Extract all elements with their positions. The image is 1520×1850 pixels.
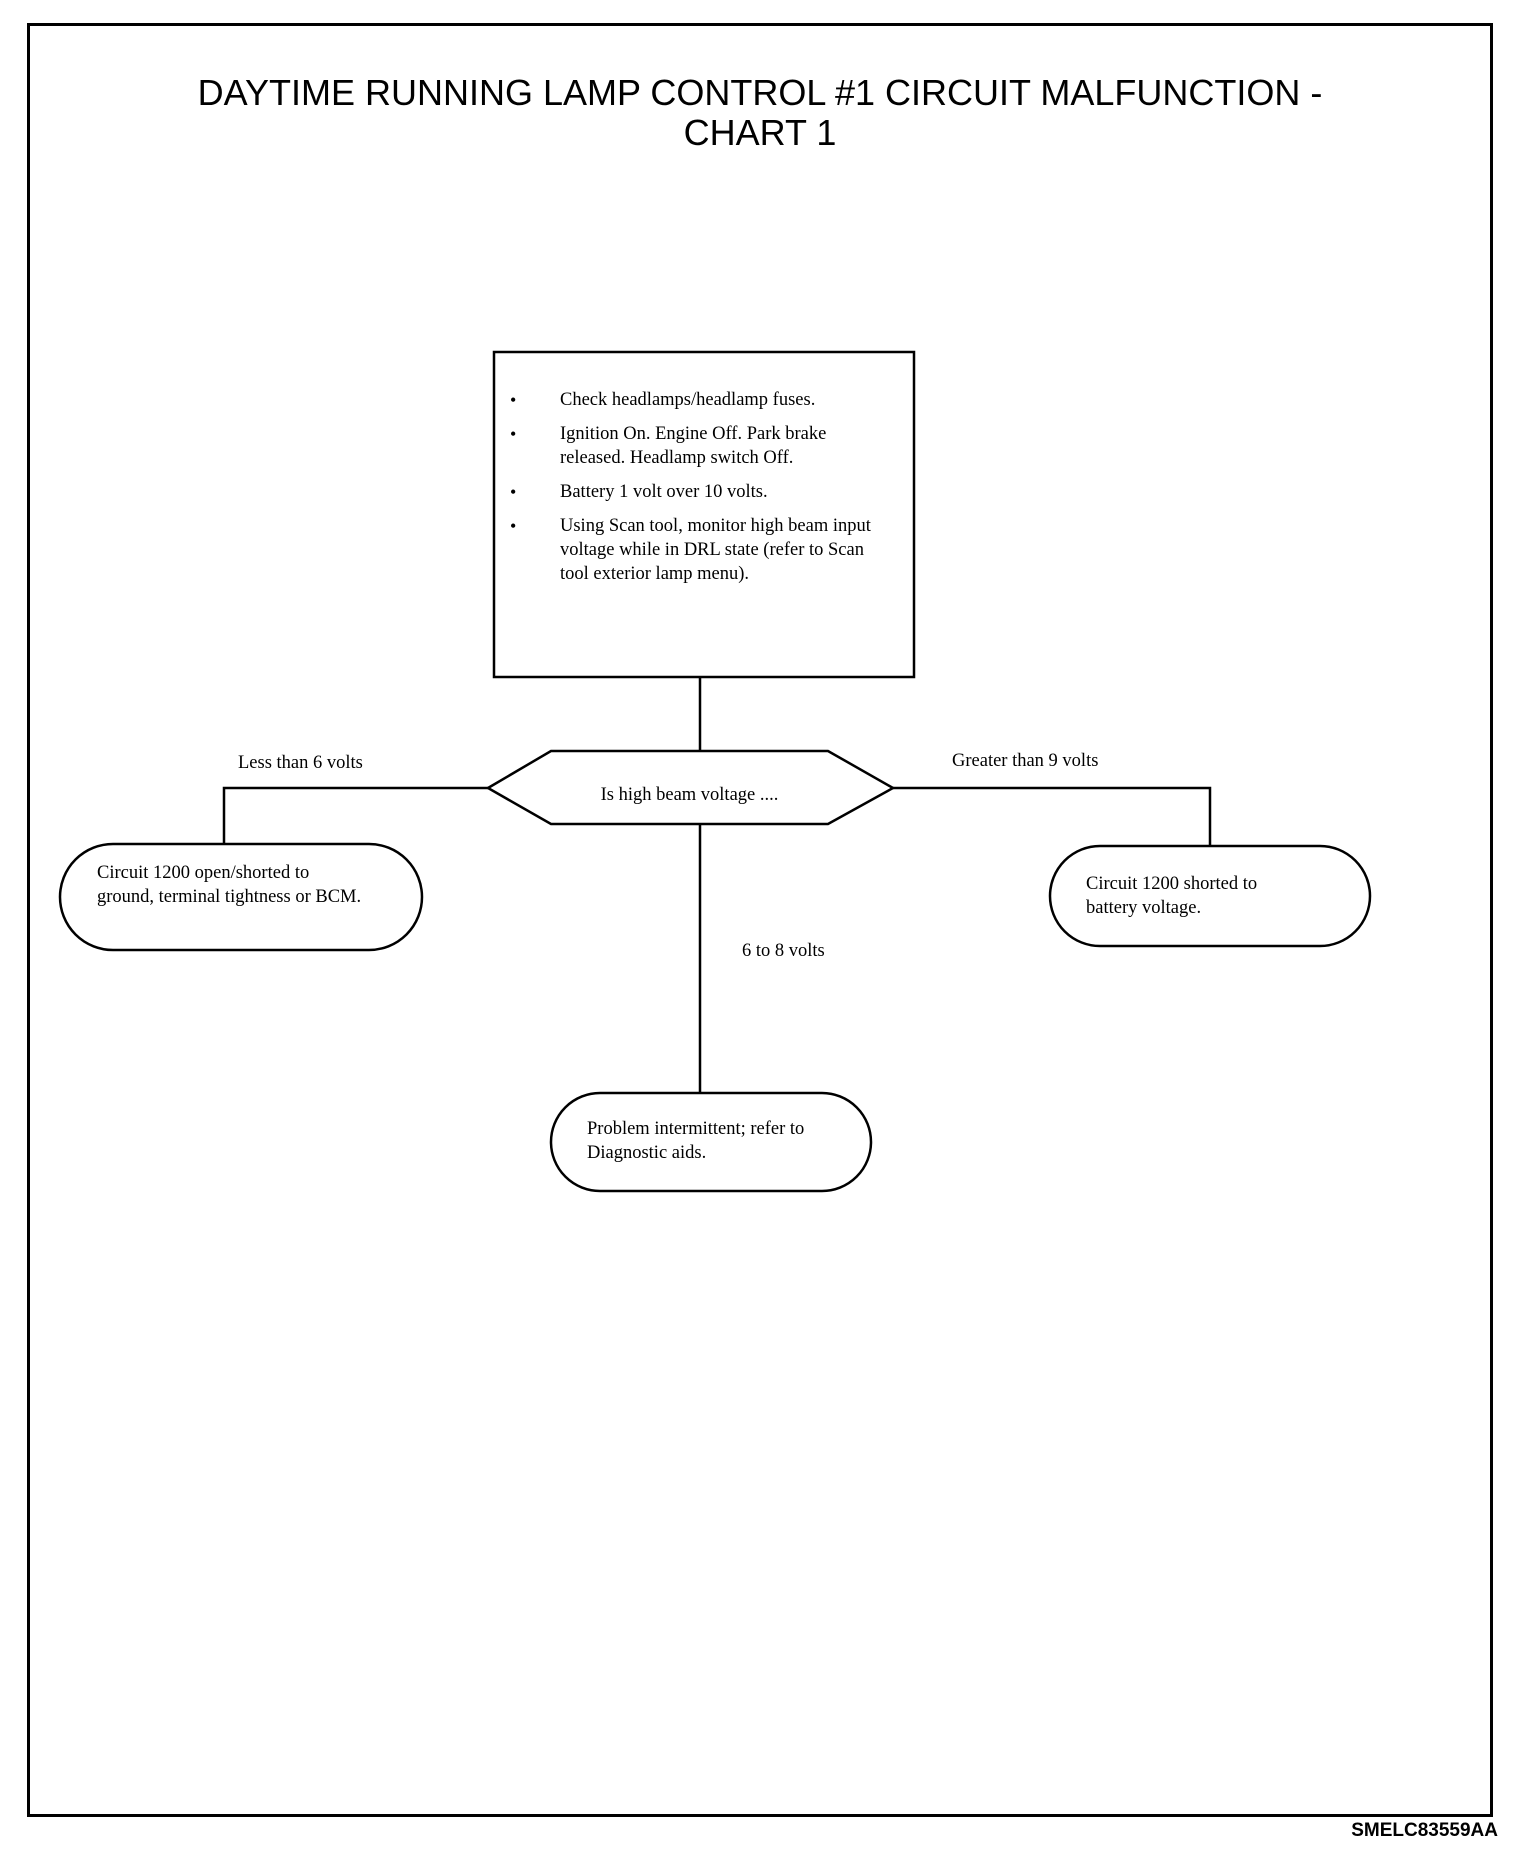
start-box-item-text: Using Scan tool, monitor high beam input… — [560, 516, 871, 584]
result-text-bottom: Problem intermittent; refer to Diagnosti… — [587, 1119, 805, 1163]
result-terminal-bottom — [549, 1091, 873, 1193]
connector-left-branch — [222, 786, 488, 843]
chart-title-line-1: DAYTIME RUNNING LAMP CONTROL #1 CIRCUIT … — [197, 72, 1323, 113]
chart-title: DAYTIME RUNNING LAMP CONTROL #1 CIRCUIT … — [27, 73, 1493, 153]
result-text-right: Circuit 1200 shorted to battery voltage. — [1086, 874, 1258, 918]
chart-frame — [27, 23, 1493, 1817]
chart-title-line-2: CHART 1 — [683, 112, 837, 153]
result-terminal-left — [58, 842, 424, 952]
start-box-text: • Check headlamps/headlamp fuses. • Igniti… — [498, 388, 878, 596]
start-box-item: • Ignition On. Engine Off. Park brake rel… — [498, 422, 878, 470]
result-terminal-right — [1048, 844, 1372, 948]
start-box — [492, 350, 916, 679]
start-box-item: • Battery 1 volt over 10 volts. — [498, 480, 878, 504]
result-text-left: Circuit 1200 open/shorted to ground, ter… — [97, 863, 362, 907]
start-box-item-text: Check headlamps/headlamp fuses. — [560, 390, 816, 410]
start-box-item-text: Battery 1 volt over 10 volts. — [560, 482, 768, 502]
start-box-item: • Check headlamps/headlamp fuses. — [498, 388, 878, 412]
bullet-icon: • — [510, 482, 517, 502]
branch-label-left: Less than 6 volts — [238, 753, 363, 773]
bullet-icon: • — [510, 390, 517, 410]
image-code: SMELC83559AA — [1351, 1820, 1498, 1841]
bullet-icon: • — [510, 424, 517, 444]
branch-label-bottom: 6 to 8 volts — [742, 941, 825, 961]
start-box-list: • Check headlamps/headlamp fuses. • Igniti… — [498, 388, 878, 586]
branch-label-right: Greater than 9 volts — [952, 751, 1099, 771]
bullet-icon: • — [510, 516, 517, 536]
start-box-item: • Using Scan tool, monitor high beam inpu… — [498, 514, 878, 586]
start-box-item-text: Ignition On. Engine Off. Park brake rele… — [560, 424, 827, 468]
connector-right-branch — [893, 786, 1212, 846]
decision-label: Is high beam voltage .... — [600, 785, 779, 805]
